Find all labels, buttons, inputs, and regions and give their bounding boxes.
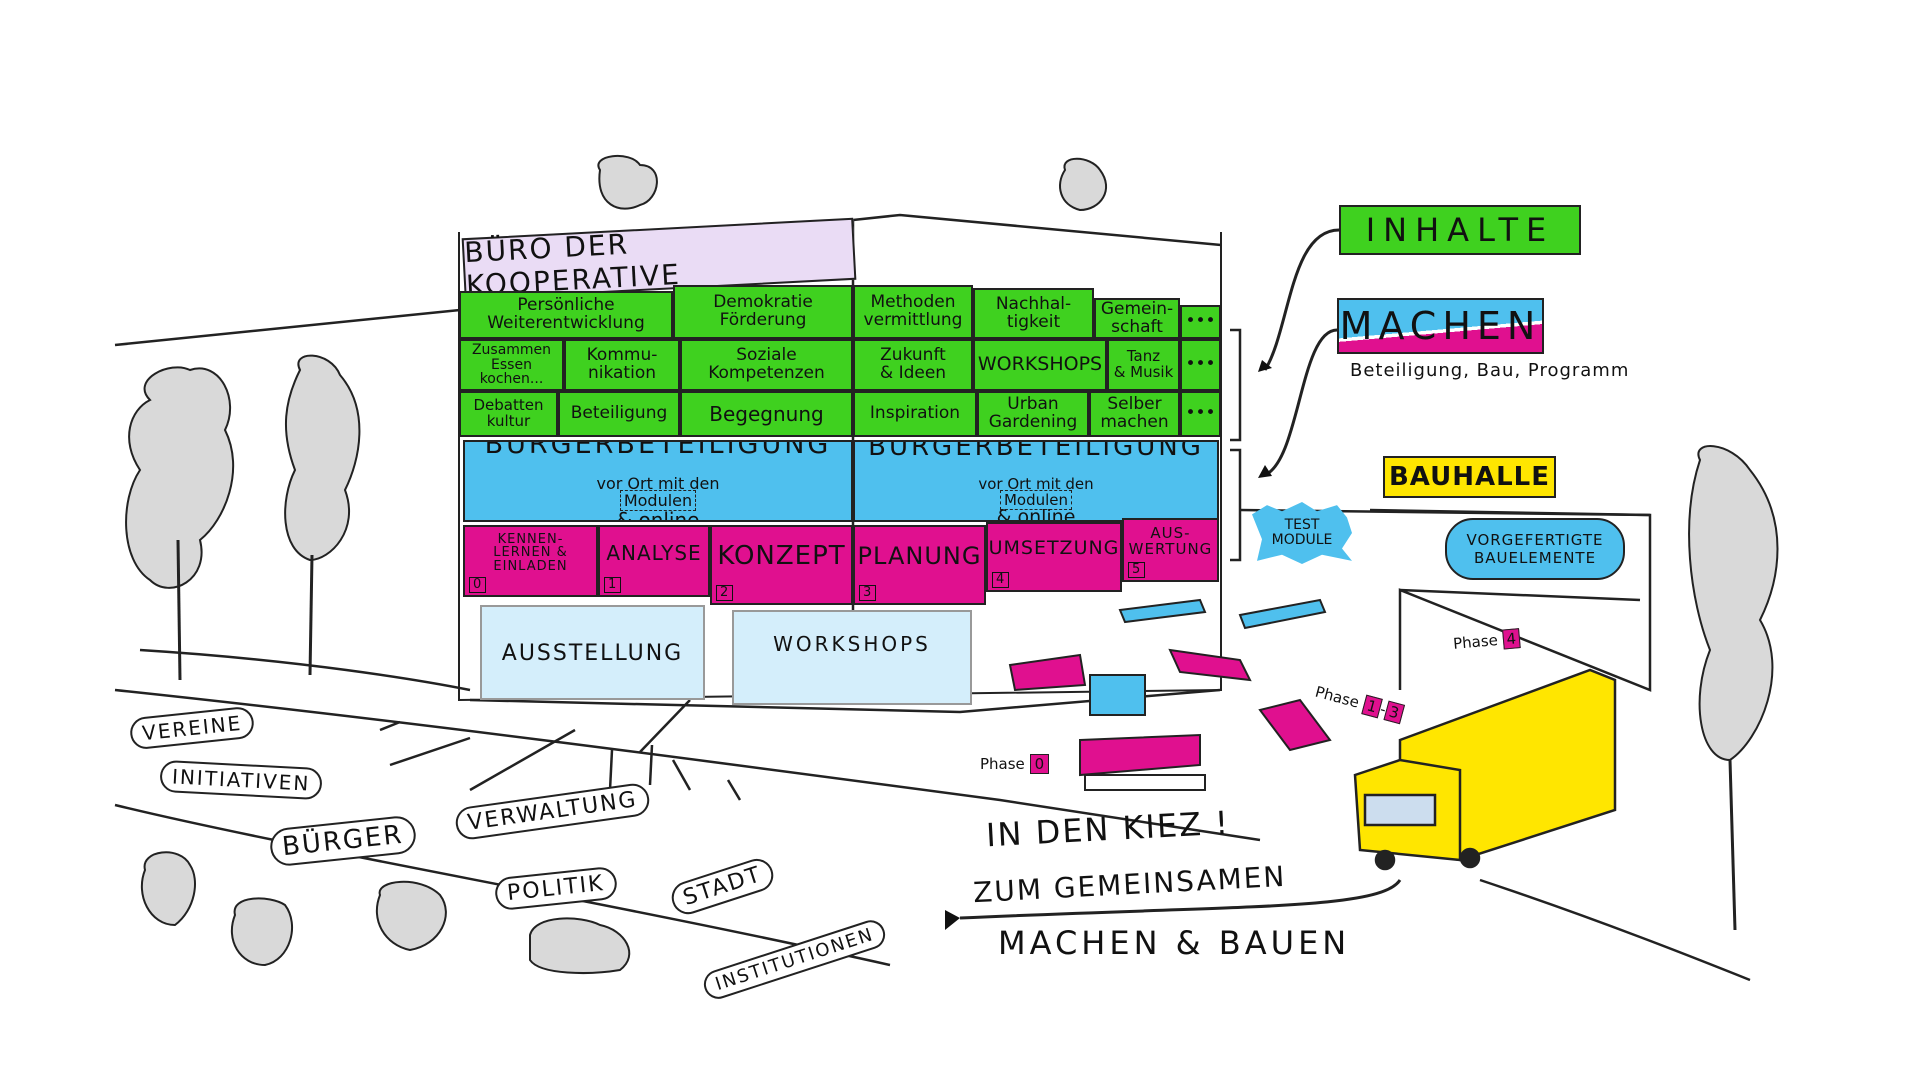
workshop-window: WORKSHOPS [732,610,972,705]
tree [125,366,235,589]
content-cell: Gemein- schaft [1094,298,1180,339]
content-cell: Methoden vermittlung [853,285,973,339]
phase-cell: ANALYSE 1 [598,525,710,597]
street-line-4 [1479,878,1751,982]
truck [1353,668,1617,871]
tree [1059,157,1107,212]
phase-number: 5 [1128,561,1146,578]
tree [1688,445,1779,762]
content-cell: Demokratie Förderung [673,285,853,339]
street-line-3 [114,803,891,967]
test-modules-burst: TEST MODULE [1252,502,1352,564]
participation-band: BÜRGERBETEILIGUNG vor Ort mit den Module… [463,440,853,522]
phase-label: KONZEPT [717,541,846,572]
legend-machen-subtitle: Beteiligung, Bau, Programm [1350,360,1630,381]
phase-number: 4 [1501,628,1521,650]
phase-label: UMSETZUNG [988,537,1120,560]
bauhalle-sign-text: BAUHALLE [1388,462,1551,492]
participation-subtitle: vor Ort mit den Modulen & online [978,461,1094,522]
modules-label: Modulen [619,490,697,512]
phase-number: 3 [859,584,877,601]
phase-label: PLANUNG [857,542,982,571]
phase-cell: AUS- WERTUNG 5 [1122,518,1219,582]
bauhalle-sign: BAUHALLE [1383,456,1556,498]
legend-inhalte: INHALTE [1339,205,1581,255]
content-cell: Begegnung [680,391,853,437]
subtitle-text: vor Ort mit den [596,474,720,494]
content-cell: Zusammen Essen kochen... [459,339,564,391]
modules-label: Modulen [999,489,1073,510]
bush [140,851,196,927]
street-line-2 [114,688,1261,842]
content-cell: Tanz & Musik [1107,339,1180,391]
street-line-1 [139,648,471,692]
phase-cell: KENNEN- LERNEN & EINLADEN 0 [463,525,598,597]
phase-number: 1 [604,576,622,593]
phase-number: 4 [992,571,1010,588]
content-cell: Persönliche Weiterentwicklung [459,291,673,339]
more-cell: ••• [1180,339,1221,391]
test-modules-label: TEST MODULE [1271,516,1333,548]
phase-number: 2 [716,584,734,601]
content-cell: Zukunft & Ideen [853,339,973,391]
phase-cell: UMSETZUNG 4 [986,522,1122,592]
phase-label: AUS- WERTUNG [1128,524,1213,558]
content-cell: Debatten kultur [459,391,558,437]
slogan-arrow-head [945,910,960,930]
legend-machen: MACHEN [1337,298,1544,354]
subtitle-text: & online [616,507,700,522]
participation-band: BÜRGERBETEILIGUNG vor Ort mit den Module… [853,440,1219,522]
bush [529,917,631,974]
bush [375,880,447,952]
exhibition-window: AUSSTELLUNG [480,605,705,700]
participation-title: BÜRGERBETEILIGUNG [484,440,832,461]
subtitle-text: & online [996,506,1076,522]
phase-number: 0 [469,576,487,593]
phase-cell: KONZEPT 2 [710,525,853,605]
prefab-elements-label: VORGEFERTIGTE BAUELEMENTE [1466,531,1604,567]
subtitle-text: vor Ort mit den [978,474,1094,493]
phase-number: 1 [1360,694,1383,719]
horizon-line [114,308,461,347]
content-cell: Selber machen [1089,391,1180,437]
prefab-elements-bubble: VORGEFERTIGTE BAUELEMENTE [1445,518,1625,580]
phase-cell: PLANUNG 3 [853,525,986,605]
phase-text: Phase [980,755,1025,773]
slogan-line-3: MACHEN & BAUEN [998,924,1351,962]
legend-inhalte-label: INHALTE [1365,211,1555,249]
bush [230,897,294,967]
content-cell: Kommu- nikation [564,339,680,391]
phase-number: 0 [1029,754,1050,774]
content-cell: Soziale Kompetenzen [680,339,853,391]
content-cell: WORKSHOPS [973,339,1107,391]
tree [284,354,361,562]
phase-label: ANALYSE [606,540,702,565]
phase-label: KENNEN- LERNEN & EINLADEN [493,531,568,574]
participation-subtitle: vor Ort mit den Modulen & online [596,459,720,522]
exhibition-label: AUSSTELLUNG [501,641,684,666]
content-cell: Urban Gardening [977,391,1089,437]
workshops-label: WORKSHOPS [773,632,931,656]
participation-title: BÜRGERBETEILIGUNG [868,440,1204,462]
tree [597,154,658,210]
content-cell: Nachhal- tigkeit [973,288,1094,339]
phase-0-label: Phase 0 [980,754,1050,774]
more-cell: ••• [1180,391,1221,437]
legend-machen-label: MACHEN [1339,304,1542,348]
content-cell: Inspiration [853,391,977,437]
content-cell: Beteiligung [558,391,680,437]
more-cell: ••• [1180,305,1221,339]
